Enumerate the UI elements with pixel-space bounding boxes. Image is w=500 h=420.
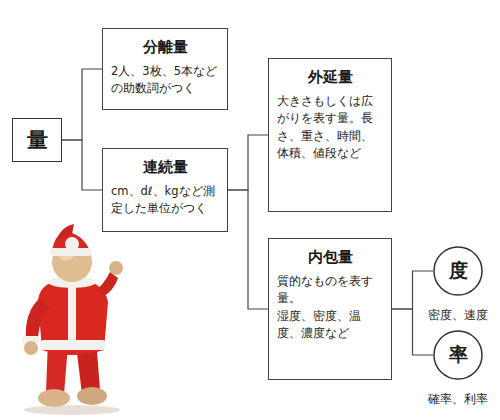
tree-connector: [392, 271, 433, 309]
tree-connector: [62, 69, 102, 140]
example-label: 密度、速度: [403, 308, 500, 323]
type-circle: 率確率、利率: [433, 330, 483, 380]
circle-label: 度: [433, 246, 483, 296]
example-label: 確率、利率: [403, 392, 500, 407]
box-heading: 内包量: [277, 248, 383, 267]
tree-connector: [392, 309, 433, 355]
circle-shape: [434, 247, 482, 295]
box-heading: 連続量: [111, 158, 219, 177]
box-description: cm、dℓ、kgなど測定した単位がつく: [111, 183, 219, 218]
box-heading: 分離量: [111, 38, 219, 57]
category-box: 分離量 2人、3枚、5本などの助数詞がつく: [102, 28, 228, 110]
box-heading: 外延量: [277, 68, 383, 87]
box-description: 大きさもしくは広がりを表す量。長さ、重さ、時間、体積、値段など: [277, 93, 383, 162]
tree-connector: [228, 190, 268, 309]
tree-connector: [62, 140, 102, 190]
subcategory-box: 外延量大きさもしくは広がりを表す量。長さ、重さ、時間、体積、値段など: [268, 58, 392, 212]
root-box: 量: [12, 118, 62, 162]
type-circle: 度密度、速度: [433, 246, 483, 296]
box-description: 質的なものを表す量。: [277, 273, 383, 308]
tree-connector: [228, 135, 268, 190]
subcategory-box: 内包量質的なものを表す量。湿度、密度、温度、濃度など: [268, 238, 392, 380]
circle-shape: [434, 331, 482, 379]
box-heading: 量: [27, 126, 48, 154]
category-box: 連続量 cm、dℓ、kgなど測定した単位がつく: [102, 148, 228, 232]
box-description: 2人、3枚、5本などの助数詞がつく: [111, 63, 219, 98]
box-description: 湿度、密度、温度、濃度など: [277, 308, 383, 343]
circle-label: 率: [433, 330, 483, 380]
